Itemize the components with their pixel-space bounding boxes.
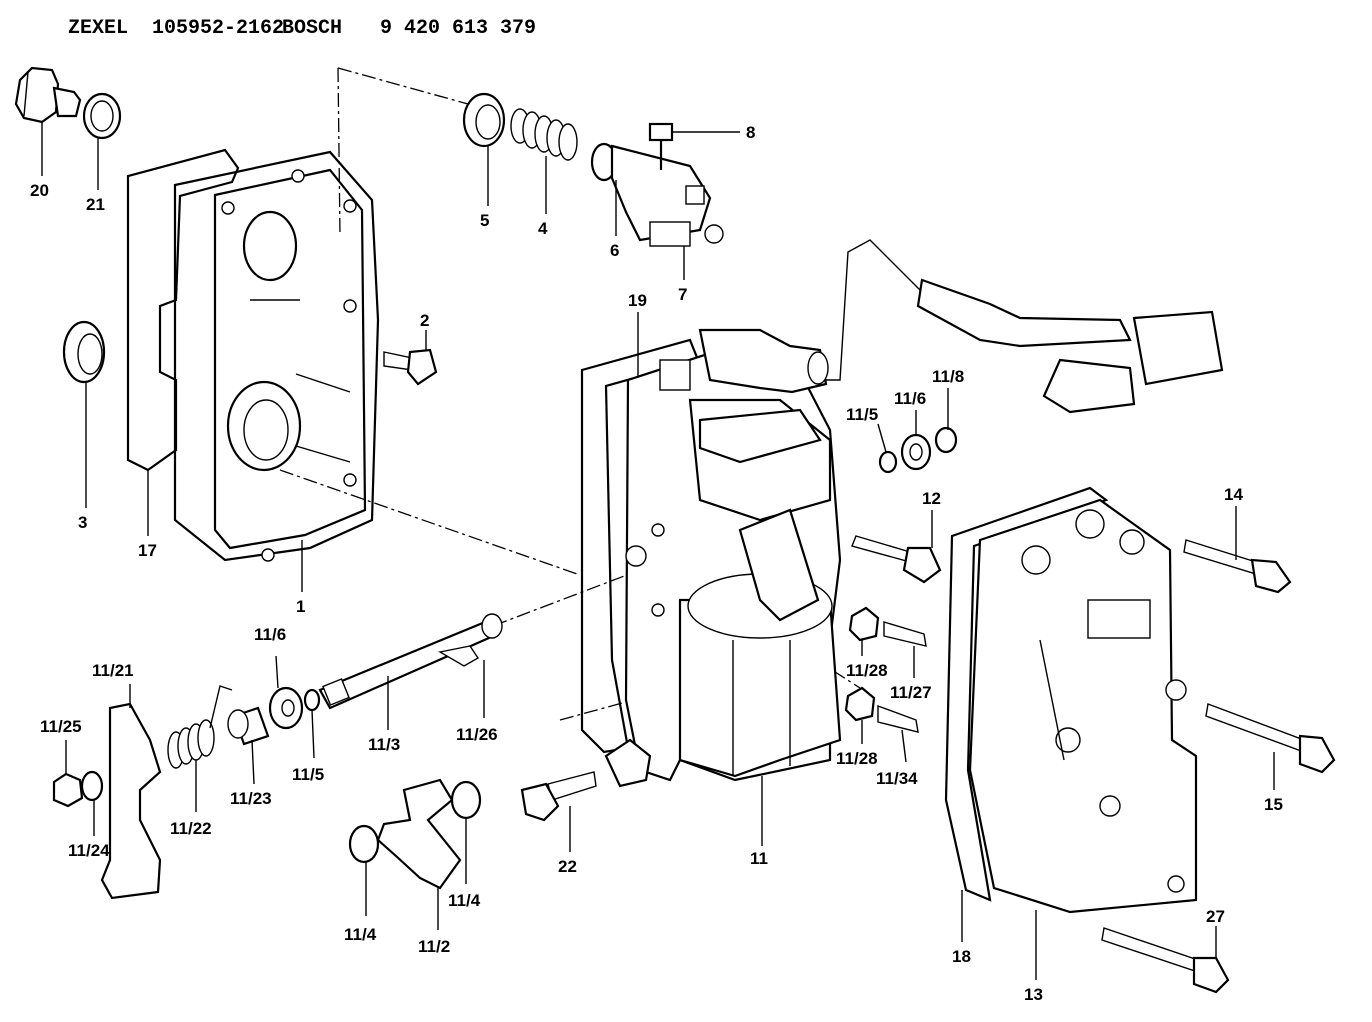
- callout-11-5-lower: 11/5: [292, 765, 324, 784]
- callout-3: 3: [78, 513, 87, 532]
- callout-18: 18: [952, 947, 971, 966]
- nut-11-28-upper: [848, 606, 880, 642]
- callout-21: 21: [86, 195, 105, 214]
- callout-27: 27: [1206, 907, 1225, 926]
- callout-11-25: 11/25: [40, 717, 82, 736]
- lever-11-2: [376, 778, 462, 890]
- callout-11-22: 11/22: [170, 819, 212, 838]
- callout-11-4-left: 11/4: [344, 925, 377, 944]
- o-ring-11-5: [878, 450, 898, 474]
- cover-part-13: [968, 498, 1198, 914]
- callout-11-26: 11/26: [456, 725, 498, 744]
- callout-11-23: 11/23: [230, 789, 272, 808]
- callout-6: 6: [610, 241, 619, 260]
- stud-11-34: [877, 704, 919, 733]
- washer-11-4-left: [348, 824, 380, 864]
- callout-5: 5: [480, 211, 489, 230]
- actuator-assembly-part-11: [624, 328, 842, 782]
- callout-7: 7: [678, 285, 687, 304]
- callout-19: 19: [628, 291, 647, 310]
- governor-housing-part-1: [173, 150, 380, 562]
- fitting-nut: [604, 738, 652, 788]
- callout-11-34: 11/34: [876, 769, 918, 788]
- header-zexel-part-number: 105952-2162: [152, 17, 284, 40]
- callout-12: 12: [922, 489, 941, 508]
- bolt-part-22: [520, 771, 597, 822]
- callout-labels: 20 21 3 17 1 2 5 4 6 7 8 19 11/5 11/6 11…: [30, 123, 1283, 1004]
- callout-11-28-upper: 11/28: [846, 661, 888, 680]
- screw-part-8: [648, 122, 674, 170]
- clip-11-8: [934, 426, 958, 454]
- leader-lines: [41, 122, 1275, 980]
- nut-11-28-lower: [844, 686, 876, 722]
- callout-2: 2: [420, 311, 429, 330]
- callout-20: 20: [30, 181, 49, 200]
- bolt-part-12: [851, 535, 942, 584]
- callout-11-6-lower: 11/6: [254, 625, 286, 644]
- header-brand-zexel: ZEXEL: [68, 17, 128, 40]
- gasket-part-18: [944, 486, 1109, 902]
- callout-15: 15: [1264, 795, 1283, 814]
- gasket-part-19: [580, 338, 700, 754]
- bolt-part-27: [1101, 927, 1230, 994]
- bolt-part-14: [1183, 539, 1292, 594]
- callout-22: 22: [558, 857, 577, 876]
- callout-11-8: 11/8: [932, 367, 964, 386]
- o-ring-11-5-lower: [303, 688, 321, 712]
- bolt-part-15: [1205, 703, 1336, 774]
- callout-11-2: 11/2: [418, 937, 450, 956]
- bush-11-23: [227, 706, 270, 746]
- callout-13: 13: [1024, 985, 1043, 1004]
- callout-17: 17: [138, 541, 157, 560]
- callout-4: 4: [538, 219, 548, 238]
- spring-part-4: [510, 108, 578, 161]
- callout-11-5: 11/5: [846, 405, 878, 424]
- header-bosch-part-number: 9 420 613 379: [380, 17, 536, 40]
- callout-11: 11: [750, 849, 768, 868]
- lever-11-21: [100, 702, 162, 900]
- wiring-harness-connector: [820, 239, 1224, 414]
- gasket-part-17: [126, 148, 240, 472]
- callout-11-3: 11/3: [368, 735, 400, 754]
- pin-11-26: [438, 645, 479, 667]
- header: ZEXEL 105952-2162 BOSCH 9 420 613 379: [68, 17, 536, 40]
- shaft-11-3: [318, 613, 503, 710]
- callout-8: 8: [746, 123, 755, 142]
- callout-1: 1: [296, 597, 305, 616]
- washer-11-24: [80, 770, 104, 802]
- callout-11-4-right: 11/4: [448, 891, 481, 910]
- sensor-bracket-part-6-7: [590, 142, 724, 247]
- stud-11-27: [883, 621, 927, 647]
- callout-11-21: 11/21: [92, 661, 134, 680]
- callout-11-28-lower: 11/28: [836, 749, 878, 768]
- plug-bolt-part-20: [14, 66, 82, 124]
- bolt-part-2: [383, 348, 438, 386]
- callout-14: 14: [1224, 485, 1243, 504]
- header-brand-bosch: BOSCH: [282, 17, 342, 40]
- washer-11-4-right: [450, 780, 482, 820]
- callout-11-24: 11/24: [68, 841, 110, 860]
- callout-11-27: 11/27: [890, 683, 932, 702]
- spring-11-22: [167, 685, 233, 769]
- callout-11-6: 11/6: [894, 389, 926, 408]
- nut-11-25: [52, 772, 84, 808]
